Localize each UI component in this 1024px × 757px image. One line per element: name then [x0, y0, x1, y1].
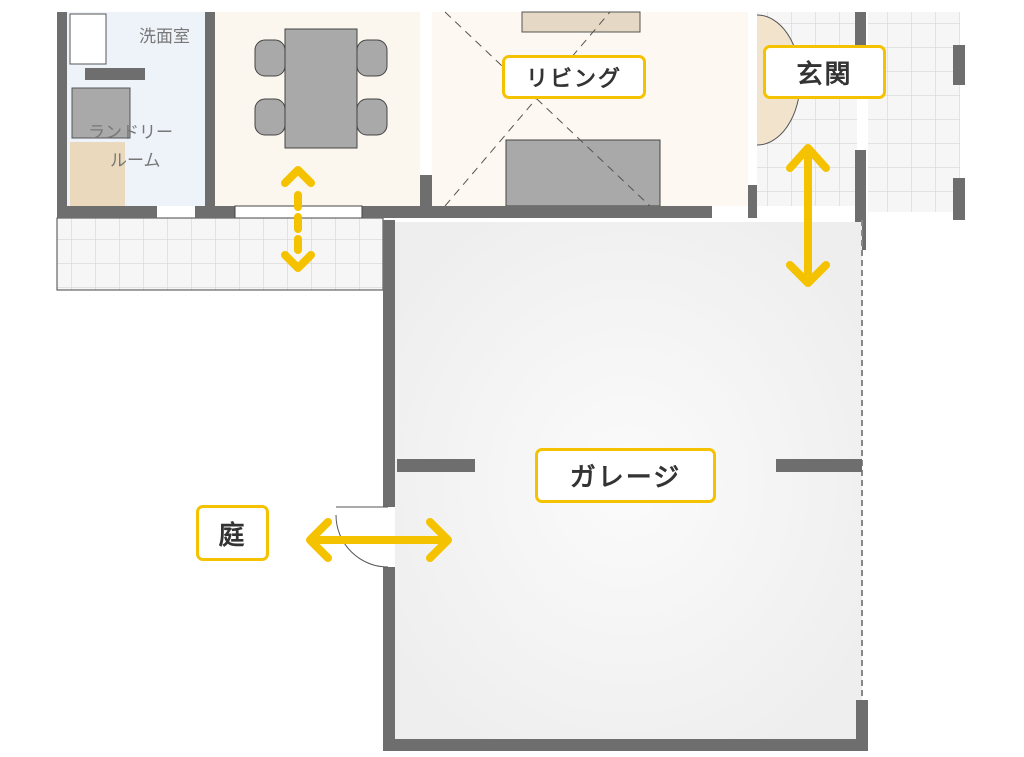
living-label: リビング	[502, 55, 646, 99]
sofa	[505, 139, 661, 207]
terrace-floor	[56, 217, 384, 291]
garage-label: ガレージ	[535, 448, 716, 503]
garage-wall-stub-right	[776, 459, 862, 472]
chair	[356, 98, 388, 136]
tv-board	[521, 11, 641, 33]
chair	[356, 39, 388, 77]
laundry-label-line1: ランドリー	[88, 123, 173, 143]
wall	[362, 206, 712, 218]
sink-cabinet	[69, 13, 107, 65]
wall	[855, 150, 866, 250]
garden-label: 庭	[196, 505, 269, 561]
wall	[205, 12, 215, 218]
wall	[85, 68, 145, 80]
chair	[254, 98, 286, 136]
wall	[953, 45, 965, 85]
chair	[254, 39, 286, 77]
garage-side-door-swing	[335, 506, 389, 568]
washer	[71, 87, 131, 139]
dining-table	[284, 28, 358, 149]
stair-lines	[444, 11, 651, 207]
wall	[420, 175, 432, 218]
wall	[748, 185, 757, 218]
garage-walls	[383, 220, 868, 751]
porch-floor	[868, 12, 960, 212]
wall	[57, 206, 157, 218]
washroom-label: 洗面室	[139, 27, 190, 47]
arrow-head	[281, 166, 315, 272]
arrow-garden-garage	[306, 518, 452, 562]
garage-wall-stub-left	[397, 459, 475, 472]
wall	[855, 12, 866, 62]
laundry-label-line2: ルーム	[110, 151, 161, 171]
laundry-counter	[70, 142, 125, 206]
wall	[953, 178, 965, 220]
entrance-label: 玄関	[763, 45, 886, 99]
arrow-entrance-garage	[786, 144, 830, 287]
wall	[57, 12, 67, 218]
